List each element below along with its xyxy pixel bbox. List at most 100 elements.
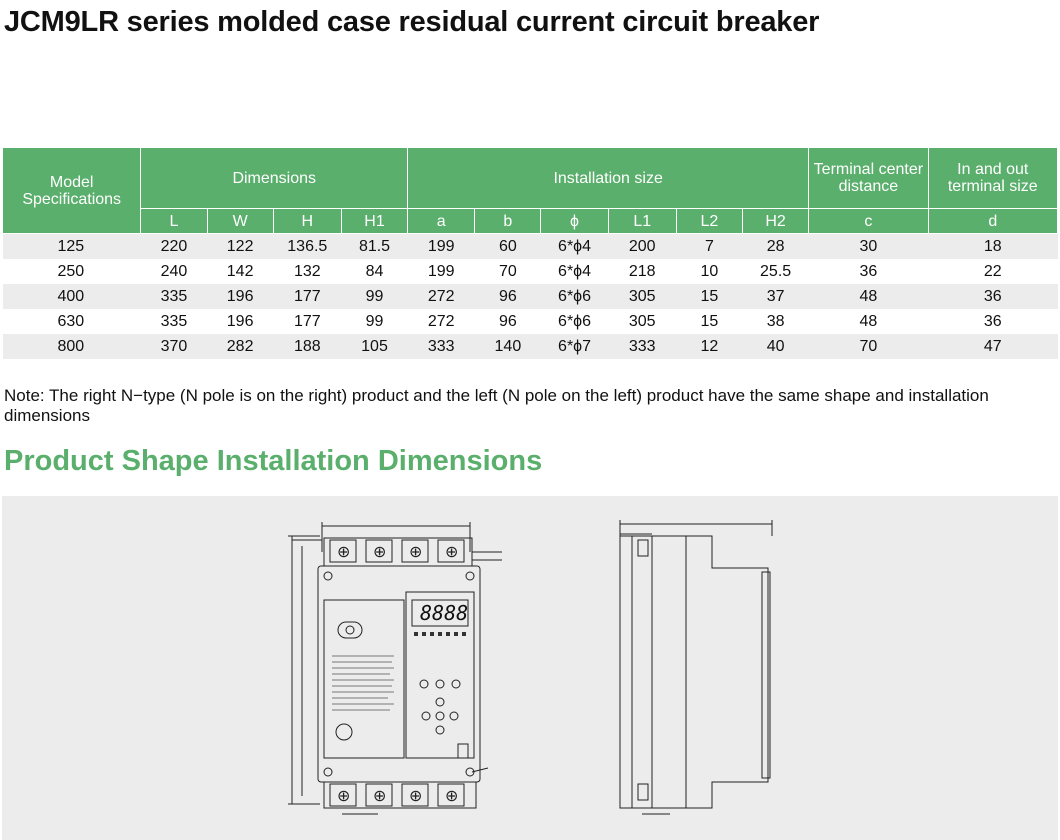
table-cell: 99	[365, 312, 384, 330]
table-cell: 22	[983, 262, 1002, 280]
installation-drawing: ⊕ ⊕ ⊕ ⊕	[288, 520, 773, 815]
svg-text:⊕: ⊕	[445, 542, 458, 561]
table-cell: 335	[160, 312, 188, 330]
table-cell: 196	[226, 312, 254, 330]
front-view-drawing: ⊕ ⊕ ⊕ ⊕	[288, 522, 502, 815]
header-terminal-center: Terminal center distance	[808, 147, 929, 209]
table-cell: 132	[293, 262, 321, 280]
subheader-d: d	[927, 208, 1059, 234]
table-cell-model: 630	[57, 312, 85, 330]
section-title: Product Shape Installation Dimensions	[4, 445, 543, 477]
table-cell: 96	[498, 312, 517, 330]
page-title: JCM9LR series molded case residual curre…	[4, 6, 820, 38]
note-text: Note: The right N−type (N pole is on the…	[4, 386, 989, 425]
header-terminal-size: In and out terminal size	[927, 147, 1059, 209]
table-cell: 6*ϕ4	[540, 233, 609, 259]
spec-table: Model Specifications Dimensions Installa…	[1, 147, 1059, 359]
svg-text:⊕: ⊕	[373, 542, 386, 561]
side-view-drawing	[619, 520, 773, 815]
table-cell: 7	[676, 233, 743, 259]
table-cell: 272	[427, 312, 455, 330]
table-cell: 6*ϕ6	[558, 312, 592, 330]
table-cell: 305	[628, 312, 656, 330]
subheader-L: L	[140, 208, 208, 234]
table-cell: 48	[808, 284, 929, 309]
table-row: 250 240 142 132 84 199 70 6*ϕ4 218 10 25…	[3, 259, 1058, 284]
table-cell-model: 250	[57, 262, 85, 280]
table-cell: 81.5	[341, 233, 408, 259]
table-cell: 122	[207, 233, 274, 259]
table-row: 125 220 122 136.5 81.5 199 60 6*ϕ4 200 7…	[2, 233, 1058, 259]
svg-text:⊕: ⊕	[373, 786, 386, 805]
table-cell: 105	[341, 334, 408, 359]
header-installation: Installation size	[407, 147, 810, 209]
table-cell: 99	[341, 284, 408, 309]
svg-text:⊕: ⊕	[409, 786, 422, 805]
table-cell: 38	[766, 312, 785, 330]
table-cell: 196	[207, 284, 274, 309]
table-cell: 333	[608, 334, 677, 359]
table-cell: 48	[859, 312, 878, 330]
table-cell: 28	[742, 233, 809, 259]
table-cell: 60	[474, 233, 541, 259]
table-row: 630 335 196 177 99 272 96 6*ϕ6 305 15 38…	[3, 309, 1058, 334]
subheader-L2: L2	[675, 208, 743, 234]
table-cell: 36	[928, 284, 1058, 309]
table-cell: 220	[140, 233, 208, 259]
subheader-W: W	[206, 208, 274, 234]
table-cell: 84	[365, 262, 384, 280]
subheader-H: H	[272, 208, 342, 234]
table-cell: 70	[808, 334, 929, 359]
subheader-b: b	[474, 208, 542, 234]
table-cell: 333	[407, 334, 475, 359]
table-cell: 40	[742, 334, 809, 359]
table-cell: 177	[273, 284, 342, 309]
subheader-H2: H2	[741, 208, 810, 234]
table-cell: 6*ϕ6	[540, 284, 609, 309]
table-cell: 199	[407, 233, 475, 259]
table-cell: 36	[859, 262, 878, 280]
table-cell: 6*ϕ7	[540, 334, 609, 359]
table-cell: 200	[608, 233, 677, 259]
table-cell: 218	[628, 262, 656, 280]
table-cell: 177	[293, 312, 321, 330]
table-cell: 10	[700, 262, 719, 280]
table-row: 800 370 282 188 105 333 140 6*ϕ7 333 12 …	[2, 334, 1058, 359]
header-dimensions: Dimensions	[140, 147, 409, 209]
subheader-a: a	[407, 208, 476, 234]
table-cell: 199	[427, 262, 455, 280]
digital-display-value: 8888	[420, 601, 468, 625]
table-cell: 18	[928, 233, 1058, 259]
table-cell: 30	[808, 233, 929, 259]
svg-text:⊕: ⊕	[337, 786, 350, 805]
svg-text:⊕: ⊕	[337, 542, 350, 561]
table-cell: 240	[160, 262, 188, 280]
table-cell: 37	[742, 284, 809, 309]
subheader-c: c	[808, 208, 929, 234]
table-row: 400 335 196 177 99 272 96 6*ϕ6 305 15 37…	[2, 284, 1058, 309]
table-cell-model: 400	[2, 284, 141, 309]
table-cell: 25.5	[760, 262, 792, 280]
subheader-L1: L1	[607, 208, 677, 234]
table-cell: 12	[676, 334, 743, 359]
subheader-phi: ϕ	[540, 208, 609, 234]
table-cell: 136.5	[273, 233, 342, 259]
table-cell: 47	[928, 334, 1058, 359]
table-cell: 335	[140, 284, 208, 309]
table-cell: 36	[983, 312, 1002, 330]
table-cell: 140	[474, 334, 541, 359]
table-cell: 96	[474, 284, 541, 309]
table-cell: 272	[407, 284, 475, 309]
table-cell: 282	[207, 334, 274, 359]
svg-text:⊕: ⊕	[445, 786, 458, 805]
table-cell: 6*ϕ4	[558, 262, 592, 280]
subheader-H1: H1	[340, 208, 409, 234]
table-cell: 188	[273, 334, 342, 359]
table-cell: 370	[140, 334, 208, 359]
svg-text:⊕: ⊕	[409, 542, 422, 561]
table-cell: 70	[498, 262, 517, 280]
table-cell-model: 800	[2, 334, 141, 359]
table-cell: 15	[676, 284, 743, 309]
table-cell: 305	[608, 284, 677, 309]
installation-drawing-panel: ⊕ ⊕ ⊕ ⊕	[2, 496, 1058, 840]
